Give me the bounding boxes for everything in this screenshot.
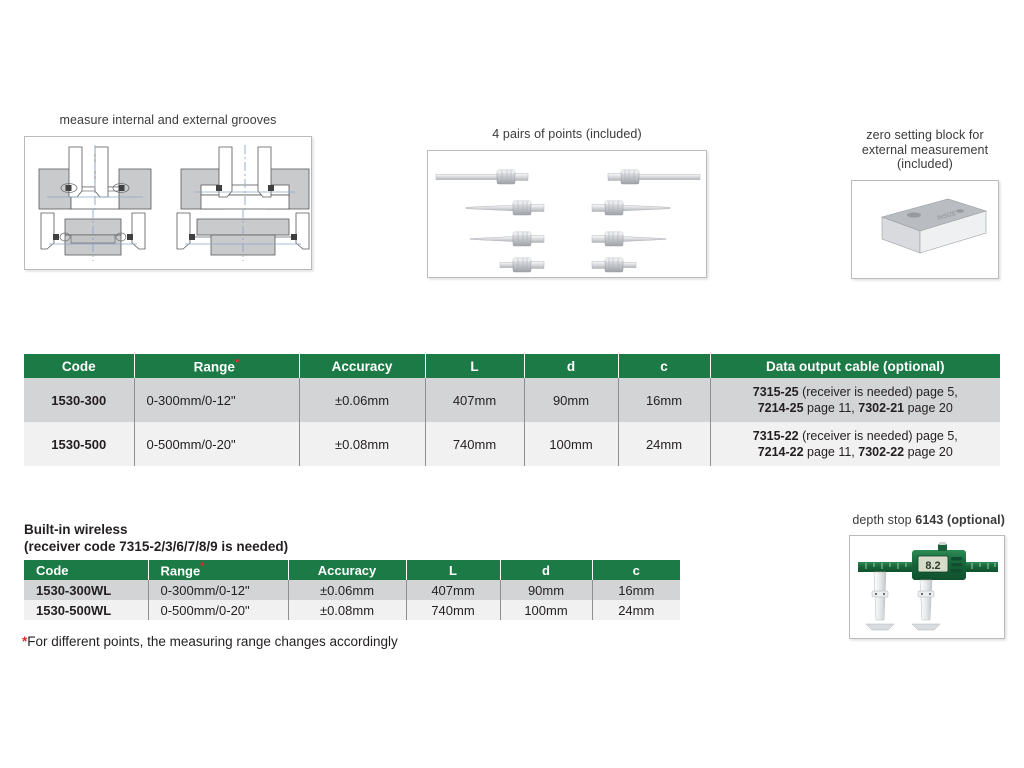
cable-text-1: (receiver is needed) page 5, bbox=[798, 385, 958, 399]
depth-caption-code: 6143 bbox=[915, 513, 944, 527]
wireless-heading-line1: Built-in wireless bbox=[24, 522, 128, 537]
cable-code-1: 7315-22 bbox=[752, 429, 799, 443]
col-header-cable: Data output cable (optional) bbox=[710, 354, 1000, 378]
wireless-table-header-row: Code Range* Accuracy L d c bbox=[24, 560, 680, 580]
figure-panel-grooves: measure internal and external grooves bbox=[24, 113, 312, 270]
cable-text-2: page 11, bbox=[803, 445, 859, 459]
wl-cell-c: 16mm bbox=[592, 580, 680, 600]
wl-col-header-range: Range* bbox=[148, 560, 289, 580]
table-row: 1530-500WL 0-500mm/0-20" ±0.08mm 740mm 1… bbox=[24, 600, 680, 620]
wireless-heading-line2: (receiver code 7315-2/3/6/7/8/9 is neede… bbox=[24, 539, 289, 554]
cable-code-3: 7302-22 bbox=[858, 445, 905, 459]
wl-cell-l: 407mm bbox=[406, 580, 501, 600]
cable-text-1: (receiver is needed) page 5, bbox=[798, 429, 958, 443]
main-spec-table: Code Range* Accuracy L d c Data output c… bbox=[24, 354, 1000, 466]
wl-range-asterisk: * bbox=[200, 561, 205, 574]
caliper-display-value: 8.2 bbox=[925, 560, 940, 572]
cell-cable: 7315-22 (receiver is needed) page 5, 721… bbox=[710, 422, 1000, 466]
caliper-with-depth-stop: 8.2 bbox=[858, 541, 998, 630]
footnote-text: For different points, the measuring rang… bbox=[27, 634, 398, 649]
measuring-points-diagram bbox=[435, 169, 701, 272]
zero-caption-line1: zero setting block for bbox=[866, 128, 984, 142]
depth-stop-leg-right bbox=[911, 579, 941, 630]
figure-image-points bbox=[427, 149, 707, 278]
wl-cell-accuracy: ±0.08mm bbox=[288, 600, 407, 620]
svg-text:INSIZE: INSIZE bbox=[937, 210, 957, 221]
table-row: 1530-500 0-500mm/0-20" ±0.08mm 740mm 100… bbox=[24, 422, 1000, 466]
grooves-diagram bbox=[38, 144, 310, 261]
cable-text-3: page 20 bbox=[904, 445, 953, 459]
figure-caption-depth-stop: depth stop 6143 (optional) bbox=[845, 513, 1005, 528]
figure-caption-points: 4 pairs of points (included) bbox=[492, 127, 642, 141]
main-table-header-row: Code Range* Accuracy L d c Data output c… bbox=[24, 354, 1000, 378]
cable-code-2: 7214-22 bbox=[757, 445, 804, 459]
figure-image-depth-stop: 8.2 bbox=[849, 534, 1005, 639]
wireless-heading: Built-in wireless (receiver code 7315-2/… bbox=[24, 521, 288, 555]
col-header-d: d bbox=[524, 354, 619, 378]
cell-range: 0-300mm/0-12" bbox=[134, 378, 300, 422]
wl-cell-range: 0-300mm/0-12" bbox=[148, 580, 289, 600]
wl-cell-code: 1530-500WL bbox=[24, 600, 149, 620]
figure-panel-depth-stop: depth stop 6143 (optional) bbox=[845, 513, 1005, 639]
cable-text-3: page 20 bbox=[904, 401, 953, 415]
figure-panel-zero-block: zero setting block for external measurem… bbox=[851, 128, 999, 279]
footnote: *For different points, the measuring ran… bbox=[22, 634, 398, 649]
table-row: 1530-300 0-300mm/0-12" ±0.06mm 407mm 90m… bbox=[24, 378, 1000, 422]
wl-col-header-c: c bbox=[592, 560, 680, 580]
cell-accuracy: ±0.08mm bbox=[299, 422, 426, 466]
cable-code-2: 7214-25 bbox=[757, 401, 804, 415]
wl-cell-accuracy: ±0.06mm bbox=[288, 580, 407, 600]
col-header-range-label: Range bbox=[193, 359, 235, 375]
wireless-spec-table: Code Range* Accuracy L d c 1530-300WL 0-… bbox=[24, 560, 680, 620]
wl-cell-code: 1530-300WL bbox=[24, 580, 149, 600]
cell-accuracy: ±0.06mm bbox=[299, 378, 426, 422]
cell-code: 1530-300 bbox=[24, 378, 135, 422]
wl-col-header-range-label: Range bbox=[160, 563, 201, 579]
wl-cell-l: 740mm bbox=[406, 600, 501, 620]
depth-stop-leg-left bbox=[865, 571, 895, 630]
col-header-accuracy: Accuracy bbox=[299, 354, 426, 378]
cell-code: 1530-500 bbox=[24, 422, 135, 466]
table-row: 1530-300WL 0-300mm/0-12" ±0.06mm 407mm 9… bbox=[24, 580, 680, 600]
figure-caption-grooves: measure internal and external grooves bbox=[59, 113, 277, 127]
cell-c: 16mm bbox=[618, 378, 711, 422]
cell-l: 407mm bbox=[425, 378, 525, 422]
wl-col-header-code: Code bbox=[24, 560, 149, 580]
cell-range: 0-500mm/0-20" bbox=[134, 422, 300, 466]
wl-cell-c: 24mm bbox=[592, 600, 680, 620]
cable-text-2: page 11, bbox=[803, 401, 859, 415]
figure-panel-points: 4 pairs of points (included) bbox=[427, 127, 707, 278]
cell-cable: 7315-25 (receiver is needed) page 5, 721… bbox=[710, 378, 1000, 422]
figure-image-zero-block: INSIZE bbox=[851, 179, 999, 279]
col-header-c: c bbox=[618, 354, 711, 378]
col-header-code: Code bbox=[24, 354, 135, 378]
depth-caption-suffix: (optional) bbox=[943, 513, 1005, 527]
cable-code-3: 7302-21 bbox=[858, 401, 905, 415]
wl-cell-d: 90mm bbox=[500, 580, 593, 600]
wl-col-header-accuracy: Accuracy bbox=[288, 560, 407, 580]
range-asterisk: * bbox=[234, 357, 240, 370]
zero-caption-line2: external measurement bbox=[861, 142, 989, 157]
wl-col-header-l: L bbox=[406, 560, 501, 580]
wl-cell-range: 0-500mm/0-20" bbox=[148, 600, 289, 620]
cell-d: 90mm bbox=[524, 378, 619, 422]
col-header-l: L bbox=[425, 354, 525, 378]
cell-d: 100mm bbox=[524, 422, 619, 466]
cell-l: 740mm bbox=[425, 422, 525, 466]
depth-caption-prefix: depth stop bbox=[852, 513, 916, 527]
cable-code-1: 7315-25 bbox=[752, 385, 799, 399]
cell-c: 24mm bbox=[618, 422, 711, 466]
zero-caption-line3: (included) bbox=[897, 157, 953, 171]
wl-col-header-d: d bbox=[500, 560, 593, 580]
col-header-range: Range* bbox=[134, 354, 300, 378]
gauge-block-3d: INSIZE bbox=[881, 198, 988, 253]
figure-image-grooves bbox=[24, 135, 312, 270]
figure-caption-zero-block: zero setting block for external measurem… bbox=[851, 128, 999, 172]
wl-cell-d: 100mm bbox=[500, 600, 593, 620]
footnote-asterisk: * bbox=[22, 634, 28, 649]
